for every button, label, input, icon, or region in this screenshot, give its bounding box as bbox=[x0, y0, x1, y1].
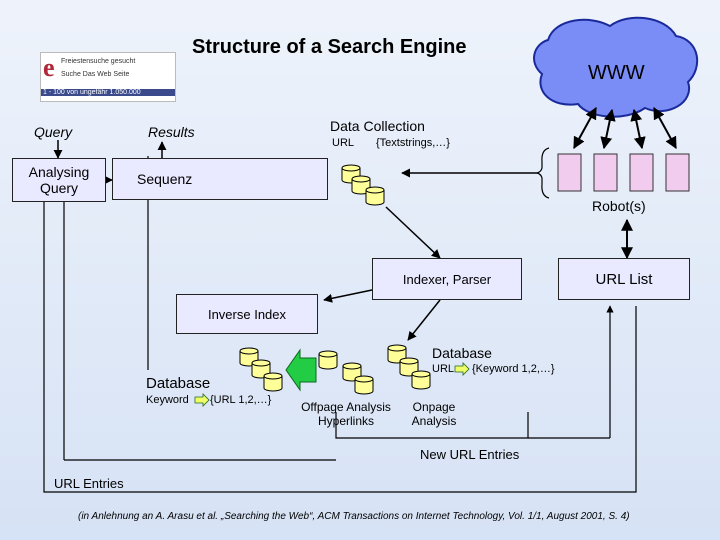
citation: (in Anlehnung an A. Arasu et al. „Search… bbox=[78, 511, 630, 522]
robots-label: Robot(s) bbox=[592, 198, 646, 214]
new-url-bracket bbox=[335, 412, 529, 439]
database-left-keyword: Keyword bbox=[146, 394, 189, 406]
indexer-to-database-arrow bbox=[407, 299, 441, 341]
data-collection-title: Data Collection bbox=[330, 118, 425, 134]
db-right-1 bbox=[318, 350, 338, 370]
www-robot-arrow-4 bbox=[653, 106, 677, 150]
sequenz-box: Sequenz bbox=[112, 158, 328, 200]
collection-to-indexer-arrow bbox=[385, 206, 441, 259]
url-entries-label: URL Entries bbox=[54, 476, 124, 491]
query-label: Query bbox=[34, 124, 73, 140]
analysing-query-label: Analysing Query bbox=[28, 164, 90, 196]
robot-box-3 bbox=[629, 153, 654, 192]
new-url-entries-label: New URL Entries bbox=[420, 447, 520, 462]
url-list-box: URL List bbox=[558, 258, 690, 300]
robot-box-4 bbox=[665, 153, 690, 192]
robots-brace bbox=[536, 147, 550, 199]
indexer-parser-label: Indexer, Parser bbox=[402, 271, 492, 287]
data-collection-url: URL bbox=[332, 137, 355, 149]
thumb-line-1: Freiestensuche gesucht bbox=[61, 58, 136, 65]
database-right-url: URL bbox=[432, 363, 455, 375]
inverse-index-label: Inverse Index bbox=[207, 306, 287, 322]
green-transfer-arrow bbox=[285, 348, 317, 392]
keyword-arrow bbox=[194, 393, 210, 407]
www-label: WWW bbox=[588, 62, 645, 84]
www-robot-arrow-1 bbox=[573, 106, 597, 150]
indexer-parser-box: Indexer, Parser bbox=[372, 258, 522, 300]
thumb-line-3: 1 - 100 von ungefähr 1.050.000 bbox=[41, 89, 175, 96]
thumb-line-2: Suche Das Web Seite bbox=[61, 71, 130, 78]
www-robot-arrow-3 bbox=[630, 108, 646, 150]
collection-db-3 bbox=[365, 186, 385, 206]
database-right-keywords: {Keyword 1,2,…} bbox=[472, 363, 555, 375]
data-collection-strings: {Textstrings,…} bbox=[376, 137, 450, 149]
www-cloud bbox=[533, 16, 699, 118]
analysing-query-box: Analysing Query bbox=[12, 158, 106, 202]
db-right-6 bbox=[411, 370, 431, 390]
sequenz-label: Sequenz bbox=[137, 171, 193, 187]
search-screenshot-thumbnail: e Freiestensuche gesucht Suche Das Web S… bbox=[40, 52, 176, 102]
offpage-analysis-label: Offpage Analysis Hyperlinks bbox=[301, 400, 391, 428]
url-entries-frame bbox=[43, 200, 637, 493]
database-left-urls: {URL 1,2,…} bbox=[210, 394, 272, 406]
db-right-3 bbox=[354, 375, 374, 395]
database-left-title: Database bbox=[146, 375, 211, 392]
database-right-title: Database bbox=[432, 345, 492, 361]
robot-box-2 bbox=[593, 153, 618, 192]
url-arrow bbox=[454, 362, 470, 376]
inverse-index-box: Inverse Index bbox=[176, 294, 318, 334]
www-robot-arrow-2 bbox=[600, 108, 616, 150]
onpage-analysis-label: Onpage Analysis bbox=[411, 400, 457, 428]
indexer-to-inverse-arrow bbox=[323, 289, 373, 303]
search-engine-logo: e bbox=[43, 53, 55, 82]
page-title: Structure of a Search Engine bbox=[192, 36, 467, 58]
robot-box-1 bbox=[557, 153, 582, 192]
db-left-3 bbox=[263, 372, 283, 392]
results-label: Results bbox=[148, 124, 195, 140]
url-list-label: URL List bbox=[595, 270, 653, 288]
